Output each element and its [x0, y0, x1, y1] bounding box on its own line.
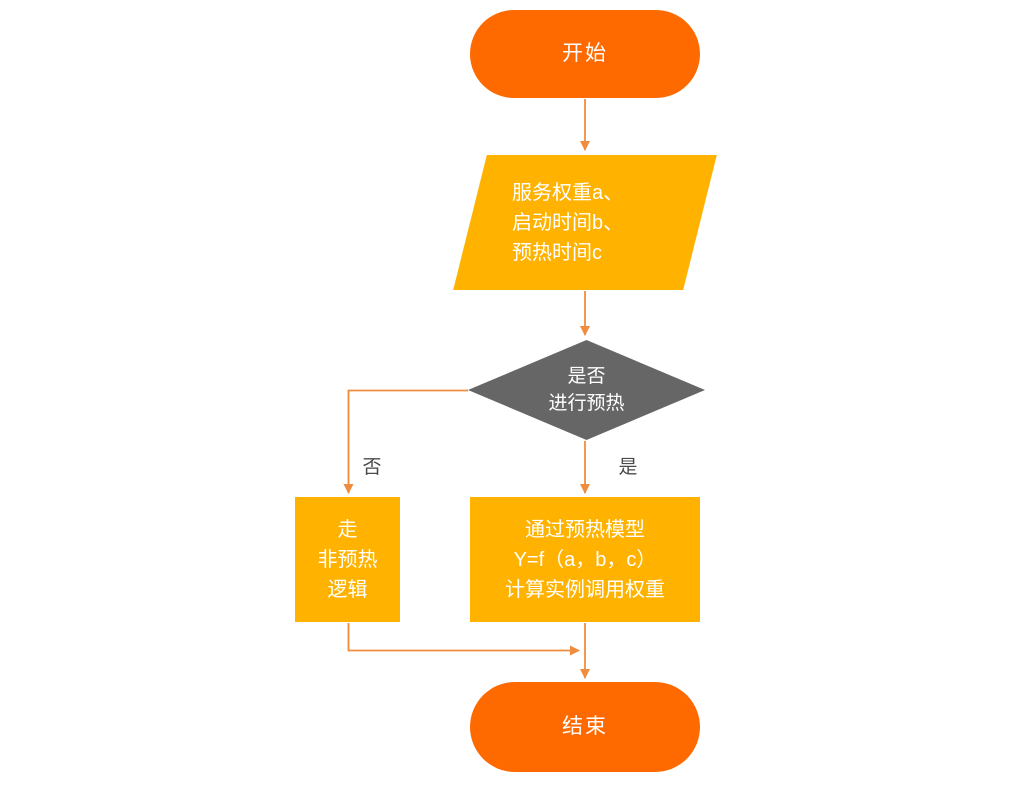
- end-label: 结束: [562, 715, 608, 738]
- node-start-terminal: 开始: [470, 10, 700, 98]
- input-line: 预热时间c: [512, 241, 602, 264]
- no-branch-line: 走: [337, 518, 358, 541]
- yes-branch-line: 通过预热模型: [525, 518, 645, 541]
- decision-line: 是否: [567, 366, 606, 387]
- edge-label-no: 否: [362, 457, 382, 478]
- node-no-branch-process: 走 非预热 逻辑: [295, 497, 400, 622]
- input-line: 服务权重a、: [512, 181, 624, 204]
- input-line: 启动时间b、: [512, 211, 624, 234]
- node-input-parallelogram: 服务权重a、 启动时间b、 预热时间c: [470, 155, 700, 290]
- yes-branch-line: Y=f（a，b，c）: [513, 548, 657, 571]
- edge-label-yes: 是: [618, 457, 638, 478]
- no-branch-line: 逻辑: [327, 578, 368, 601]
- start-label: 开始: [562, 42, 608, 65]
- node-end-terminal: 结束: [470, 682, 700, 772]
- connector-decision-to-no: [343, 389, 468, 494]
- node-yes-branch-process: 通过预热模型 Y=f（a，b，c） 计算实例调用权重: [470, 497, 700, 622]
- connector-no-to-merge: [347, 623, 580, 656]
- no-branch-line: 非预热: [317, 548, 378, 571]
- yes-branch-line: 计算实例调用权重: [505, 578, 665, 601]
- decision-line: 进行预热: [548, 393, 625, 414]
